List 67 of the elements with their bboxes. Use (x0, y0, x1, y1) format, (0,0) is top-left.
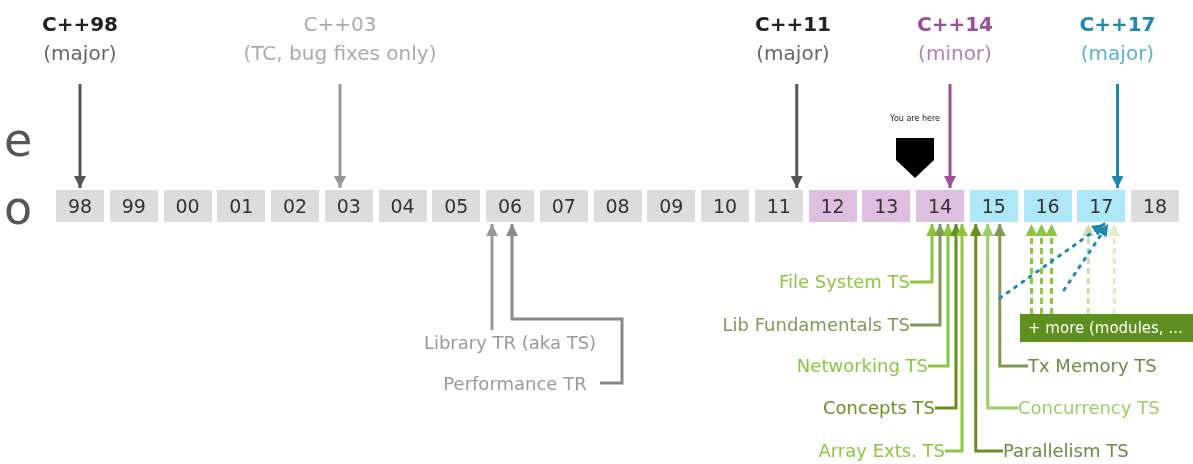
version-label: C++98 (41, 11, 119, 38)
arrow (944, 84, 956, 188)
ts-label: Lib Fundamentals TS (660, 312, 910, 338)
dotted-arrow (1062, 222, 1110, 292)
ts-label: Concepts TS (720, 395, 935, 421)
year-cell: 01 (217, 190, 266, 222)
ts-label: Parallelism TS (1003, 438, 1193, 464)
arrow (928, 224, 954, 368)
version-label: C++11 (754, 11, 832, 38)
year-cell: 17 (1077, 190, 1126, 222)
arrow (910, 224, 938, 284)
year-cell: 05 (432, 190, 481, 222)
year-cell: 13 (862, 190, 911, 222)
dotted-arrow (998, 222, 1106, 300)
arrow (790, 84, 803, 188)
ts-label: Tx Memory TS (1028, 353, 1193, 379)
year-cell: 99 (109, 190, 158, 222)
arrow (74, 84, 86, 188)
year-cell: 02 (271, 190, 319, 222)
cut-off-text: e (4, 112, 34, 168)
arrow (1082, 224, 1095, 314)
ts-label: Array Exts. TS (720, 438, 945, 464)
year-cell: 15 (969, 190, 1018, 222)
arrow (1035, 224, 1048, 314)
year-cell: 03 (324, 190, 373, 222)
arrow (969, 224, 1003, 453)
year-cell: 04 (378, 190, 427, 222)
cut-off-text: o (4, 180, 34, 236)
year-cell: 11 (754, 190, 803, 222)
version-note: (minor) (917, 40, 993, 67)
arrow (981, 224, 1018, 410)
year-cell: 08 (593, 190, 642, 222)
year-cell: 10 (701, 190, 749, 222)
year-cell: 06 (486, 190, 534, 222)
arrow (334, 84, 346, 188)
more-banner: + more (modules, ... (1020, 314, 1193, 342)
arrow (945, 224, 968, 453)
ts-label: Networking TS (700, 353, 928, 379)
year-cell: 18 (1131, 190, 1179, 222)
year-cell: 98 (56, 190, 104, 222)
ts-label: Concurrency TS (1018, 395, 1193, 421)
arrow (1108, 224, 1121, 314)
report-label: Performance TR (430, 371, 600, 395)
year-cell: 09 (647, 190, 696, 222)
version-note: (major) (1079, 40, 1156, 67)
arrow (935, 224, 962, 410)
year-cell: 16 (1023, 190, 1072, 222)
version-note: (major) (755, 40, 831, 67)
version-label: C++14 (916, 11, 994, 38)
report-label: Library TR (aka TS) (400, 330, 620, 354)
arrow (506, 224, 624, 385)
arrow (1025, 224, 1038, 314)
version-note: (major) (42, 40, 118, 67)
version-label: C++17 (1078, 11, 1157, 38)
arrow (1045, 224, 1058, 314)
year-cell: 00 (163, 190, 212, 222)
year-cell: 07 (539, 190, 588, 222)
ts-label: File System TS (700, 269, 910, 295)
arrow (993, 224, 1028, 368)
version-note: (TC, bug fixes only) (242, 40, 438, 67)
arrow (486, 224, 498, 330)
year-cell: 14 (916, 190, 964, 222)
arrow (1111, 84, 1124, 188)
version-label: C++03 (302, 11, 378, 38)
year-cell: 12 (808, 190, 857, 222)
marker-caption: You are here (890, 114, 940, 123)
arrow (910, 224, 946, 327)
